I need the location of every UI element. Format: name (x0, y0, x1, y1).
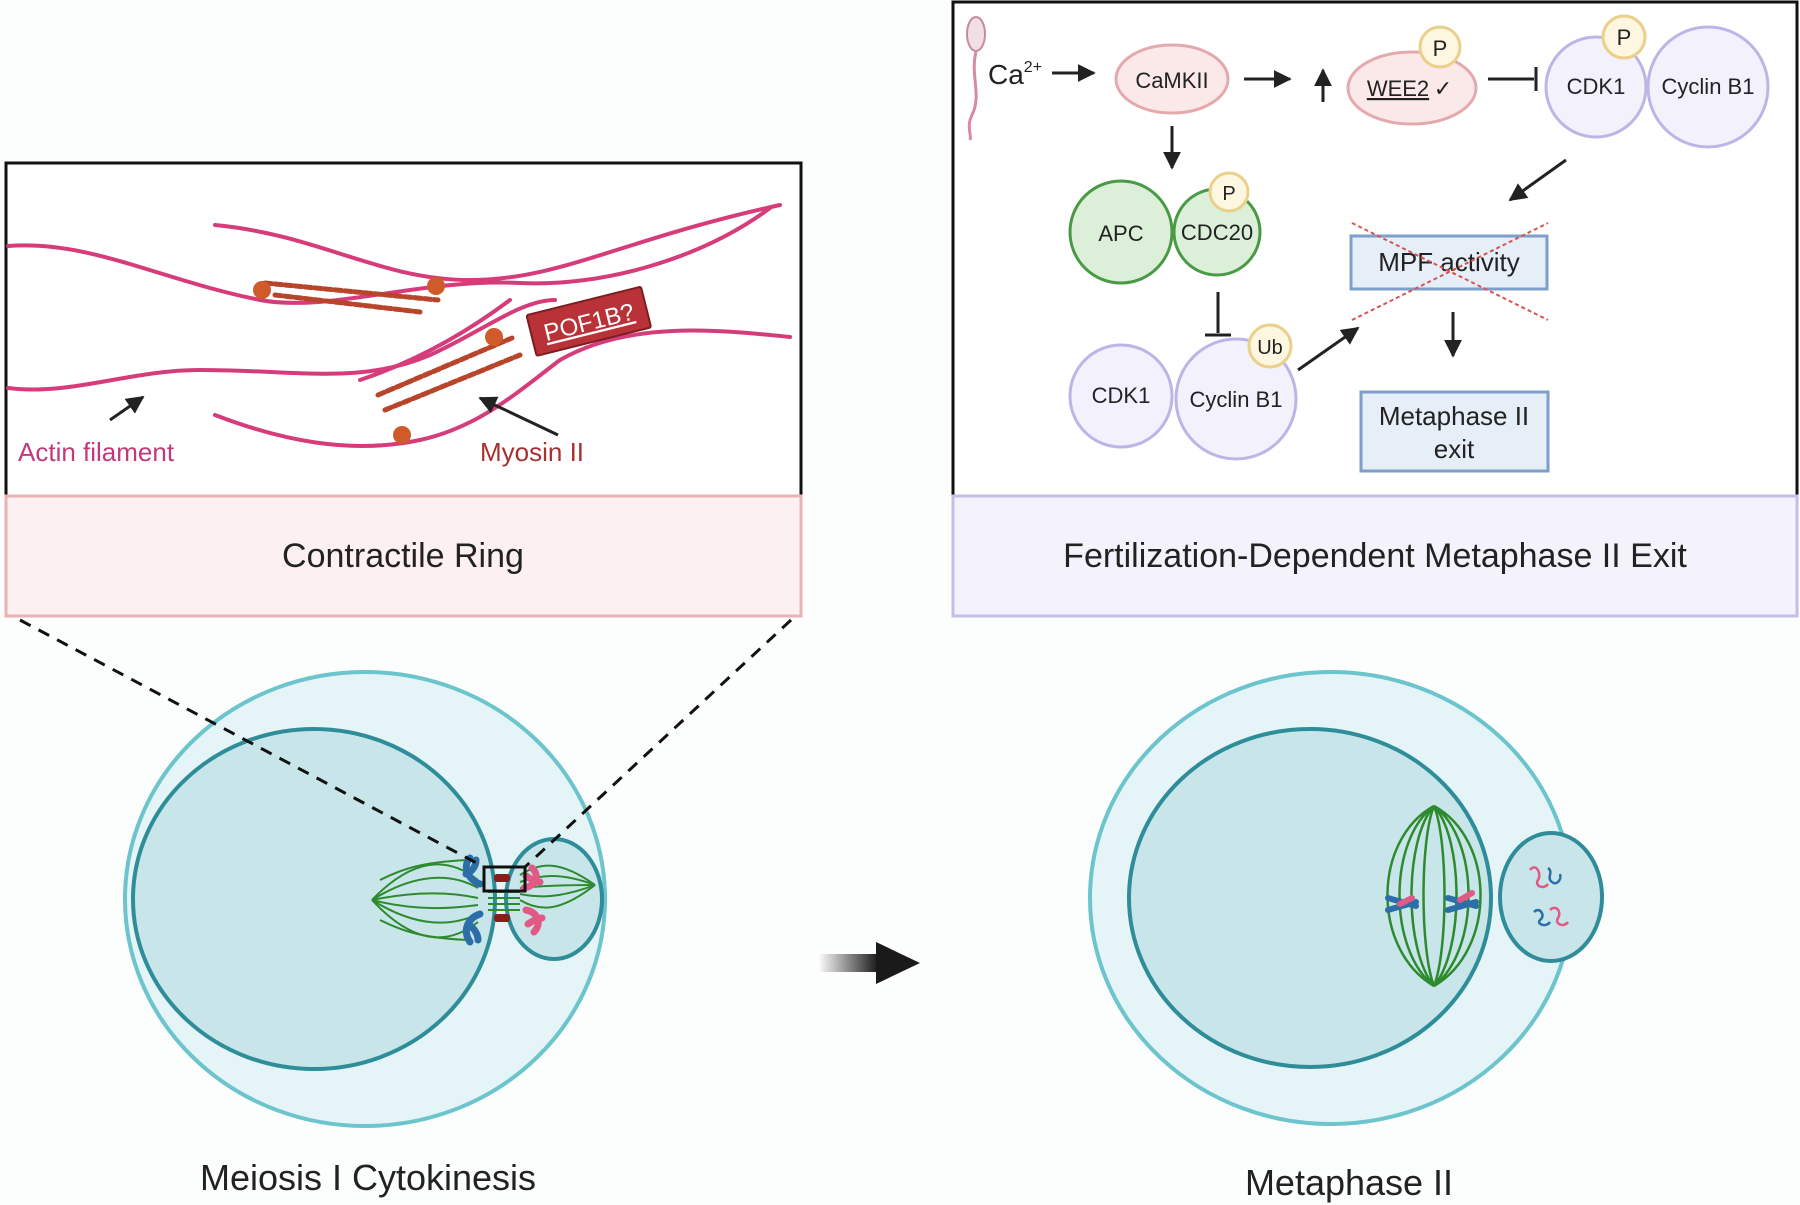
first-polar-body (1498, 831, 1604, 963)
metaphase-ii-cell (1088, 670, 1604, 1126)
camkii-label: CaMKII (1135, 68, 1208, 93)
polar-body-chromosomes (1529, 866, 1570, 927)
cdk1-phospho-label: P (1617, 25, 1632, 50)
meiosis-i-caption: Meiosis I Cytokinesis (200, 1157, 536, 1198)
arrow-cdk1-to-mpf (1508, 158, 1567, 202)
cdk1-top-label: CDK1 (1567, 74, 1626, 99)
egg-inner-region (1127, 727, 1493, 1069)
metaphase-exit-label-line2: exit (1434, 434, 1475, 464)
metaphase-exit-caption-box (951, 494, 1799, 618)
myosin-ii-bundles (262, 280, 523, 413)
metaphase-ii-caption: Metaphase II (1245, 1162, 1453, 1203)
cdk1-bottom-label: CDK1 (1092, 383, 1151, 408)
cyclin-b1-bottom-label: Cyclin B1 (1190, 387, 1283, 412)
wee2-node (1346, 50, 1478, 126)
contractile-ring-caption: Contractile Ring (282, 537, 524, 575)
transition-arrow (818, 942, 920, 984)
apc-label: APC (1098, 221, 1143, 246)
cyclin-b1-top-label: Cyclin B1 (1662, 74, 1755, 99)
metaphase-exit-caption: Fertilization-Dependent Metaphase II Exi… (1063, 537, 1687, 575)
myosin-bundle-1b (272, 292, 423, 315)
pof1b-tag: POF1B? (525, 286, 652, 357)
ubiquitin-label: Ub (1257, 337, 1283, 359)
myosin-pointer-arrow (478, 396, 559, 437)
metaphase-exit-panel: Ca2+ CaMKII WEE2 ✓ P CDK1 Cyclin B1 P AP… (951, 0, 1799, 618)
mpf-cross-mark (1351, 222, 1549, 321)
spindle-left (371, 859, 479, 941)
metaphase-exit-box (1359, 390, 1550, 473)
spindle-right (519, 864, 596, 909)
contractile-ring-panel: POF1B? Actin filament Myosin II Contract… (4, 161, 803, 618)
actin-pointer-arrow (109, 395, 145, 422)
polar-body-forming (504, 837, 604, 961)
myosin-bundle-2b (382, 352, 523, 413)
calcium-label: Ca2+ (988, 59, 1042, 90)
zoom-line-left (19, 618, 485, 869)
wee2-phospho-badge (1418, 25, 1462, 69)
myosin-heads (253, 277, 503, 444)
actin-filament-label: Actin filament (18, 437, 175, 467)
ubiquitin-badge (1247, 323, 1293, 369)
camkii-node (1114, 43, 1230, 115)
mpf-activity-box (1349, 234, 1549, 291)
metaphase-ii-chromosomes (1385, 890, 1479, 913)
zoom-region-box (482, 865, 527, 893)
cdk1-bottom-node (1068, 343, 1174, 449)
myosin-bundle-1 (262, 280, 441, 303)
contractile-ring-caption-box (4, 494, 803, 618)
actin-filament-4 (213, 328, 792, 448)
wee2-check-mark: ✓ (1434, 76, 1452, 101)
cdc20-phospho-badge (1208, 171, 1250, 213)
cdc20-label: CDC20 (1181, 220, 1253, 245)
cdk1-top-node (1544, 35, 1648, 139)
wee2-phospho-label: P (1433, 36, 1448, 61)
cdk1-phospho-badge (1601, 14, 1647, 60)
contractile-ring-marks (494, 874, 510, 922)
cyclin-b1-bottom-node (1174, 337, 1298, 461)
cdc20-phospho-label: P (1222, 183, 1235, 205)
actin-filament-5 (358, 298, 512, 382)
arrow-cyclin-to-mpf (1297, 326, 1360, 372)
apc-node (1068, 179, 1174, 285)
wee2-label: WEE2 (1367, 76, 1429, 101)
metaphase-exit-label-line1: Metaphase II (1379, 401, 1529, 431)
zoom-line-right (523, 618, 793, 869)
myosin-ii-label: Myosin II (480, 437, 584, 467)
sperm-icon (966, 16, 986, 141)
cyclin-b1-top-node (1646, 25, 1770, 149)
myosin-bundle-2 (375, 335, 515, 398)
meiosis-i-cell (19, 618, 793, 1128)
actin-filament-2 (213, 203, 782, 283)
oocyte-inner-region (131, 727, 497, 1071)
actin-filament-3 (6, 298, 557, 392)
